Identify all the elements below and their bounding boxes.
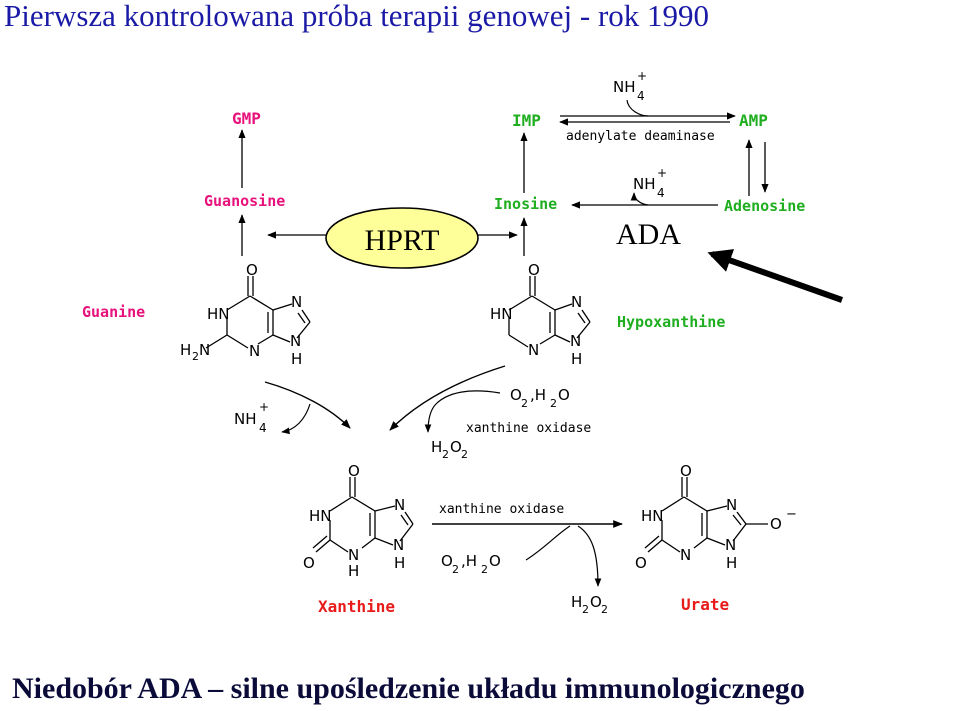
urate-label: Urate	[681, 595, 729, 614]
hypoxanthine-label: Hypoxanthine	[617, 313, 725, 331]
o2-h2o-1: O	[510, 386, 522, 404]
svg-text:4: 4	[259, 421, 267, 435]
hprt-label: HPRT	[365, 224, 440, 257]
adenosine-label: Adenosine	[724, 197, 805, 215]
amp-label: AMP	[739, 111, 768, 130]
hprt-ellipse	[325, 207, 479, 269]
svg-text:H: H	[348, 562, 359, 580]
svg-text:N: N	[199, 341, 210, 359]
guanine-structure	[205, 276, 311, 349]
slide-title: Pierwsza kontrolowana próba terapii geno…	[4, 0, 710, 33]
nh4-top-curve	[626, 99, 649, 117]
svg-text:2: 2	[461, 448, 468, 461]
xanthine-label: Xanthine	[318, 597, 395, 616]
guanine-hn: HN	[207, 305, 230, 323]
xanthine-oxidase-label-2: xanthine oxidase	[439, 502, 564, 517]
urate-o-minus: O	[770, 515, 782, 533]
svg-text:O: O	[635, 554, 647, 572]
h2o2-1: H	[431, 438, 442, 456]
slide-caption: Niedobór ADA – silne upośledzenie układu…	[12, 672, 805, 705]
svg-text:O: O	[590, 593, 602, 611]
svg-text:N: N	[348, 546, 359, 564]
nh4-guanine-curve	[281, 403, 311, 435]
svg-text:N: N	[726, 496, 737, 514]
svg-text:O: O	[450, 438, 462, 456]
hypoxanthine-o: O	[528, 261, 540, 279]
o2-h2o-curve-2	[525, 525, 571, 561]
ada-label: ADA	[616, 218, 681, 251]
svg-text:2: 2	[521, 397, 528, 410]
svg-text:4: 4	[657, 186, 665, 200]
hypoxanthine-to-xanthine-arrow	[389, 365, 506, 431]
svg-text:2: 2	[481, 563, 488, 576]
nh4-guanine: NH	[234, 410, 257, 428]
svg-text:2: 2	[582, 603, 589, 616]
svg-text:,H: ,H	[530, 386, 546, 404]
svg-text:N: N	[393, 536, 404, 554]
svg-text:H: H	[726, 554, 737, 572]
svg-text:2: 2	[550, 397, 557, 410]
xanthine-o-top: O	[348, 462, 360, 480]
adenylate-deaminase-label: adenylate deaminase	[566, 129, 715, 144]
svg-text:N: N	[394, 496, 405, 514]
svg-text:N: N	[249, 342, 260, 360]
svg-text:+: +	[259, 400, 269, 414]
svg-text:,H: ,H	[461, 552, 477, 570]
svg-text:N: N	[290, 332, 301, 350]
svg-text:O: O	[489, 552, 501, 570]
urate-o-top: O	[680, 462, 692, 480]
svg-text:−: −	[786, 507, 797, 522]
svg-text:+: +	[637, 69, 647, 83]
xanthine-structure	[312, 477, 414, 553]
gmp-label: GMP	[232, 109, 261, 128]
svg-text:H: H	[291, 350, 302, 368]
svg-text:H: H	[571, 350, 582, 368]
svg-text:HN: HN	[641, 507, 664, 525]
svg-text:N: N	[570, 332, 581, 350]
nh4-mid-curve	[630, 192, 649, 206]
svg-text:N: N	[571, 293, 582, 311]
ada-pointer-arrow	[707, 249, 844, 303]
guanosine-label: Guanosine	[204, 192, 285, 210]
svg-text:2: 2	[192, 350, 199, 363]
svg-text:N: N	[725, 536, 736, 554]
svg-text:O: O	[303, 554, 315, 572]
svg-text:O: O	[558, 386, 570, 404]
svg-text:+: +	[657, 166, 667, 180]
hypoxanthine-structure	[508, 276, 591, 348]
guanine-to-xanthine-arrow	[264, 381, 351, 429]
o2-h2o-2: O	[441, 552, 453, 570]
h2o2-2: H	[571, 593, 582, 611]
h2o2-curve-2	[577, 525, 602, 587]
svg-text:HN: HN	[490, 305, 513, 323]
svg-text:4: 4	[637, 89, 645, 103]
svg-text:2: 2	[601, 603, 608, 616]
imp-label: IMP	[512, 111, 541, 130]
urate-structure	[644, 477, 768, 553]
svg-text:N: N	[528, 341, 539, 359]
svg-text:2: 2	[452, 563, 459, 576]
svg-text:N: N	[680, 546, 691, 564]
xanthine-oxidase-label-1: xanthine oxidase	[466, 421, 591, 436]
guanine-o: O	[246, 261, 258, 279]
guanine-label: Guanine	[82, 303, 145, 321]
guanine-h2n: H	[180, 341, 191, 359]
nh4-top: NH	[613, 78, 636, 96]
nh4-mid: NH	[633, 175, 656, 193]
svg-text:2: 2	[442, 448, 449, 461]
svg-text:HN: HN	[309, 507, 332, 525]
svg-text:N: N	[291, 293, 302, 311]
o2-h2o-curve-1	[424, 390, 501, 433]
inosine-label: Inosine	[494, 195, 557, 213]
svg-text:H: H	[394, 554, 405, 572]
